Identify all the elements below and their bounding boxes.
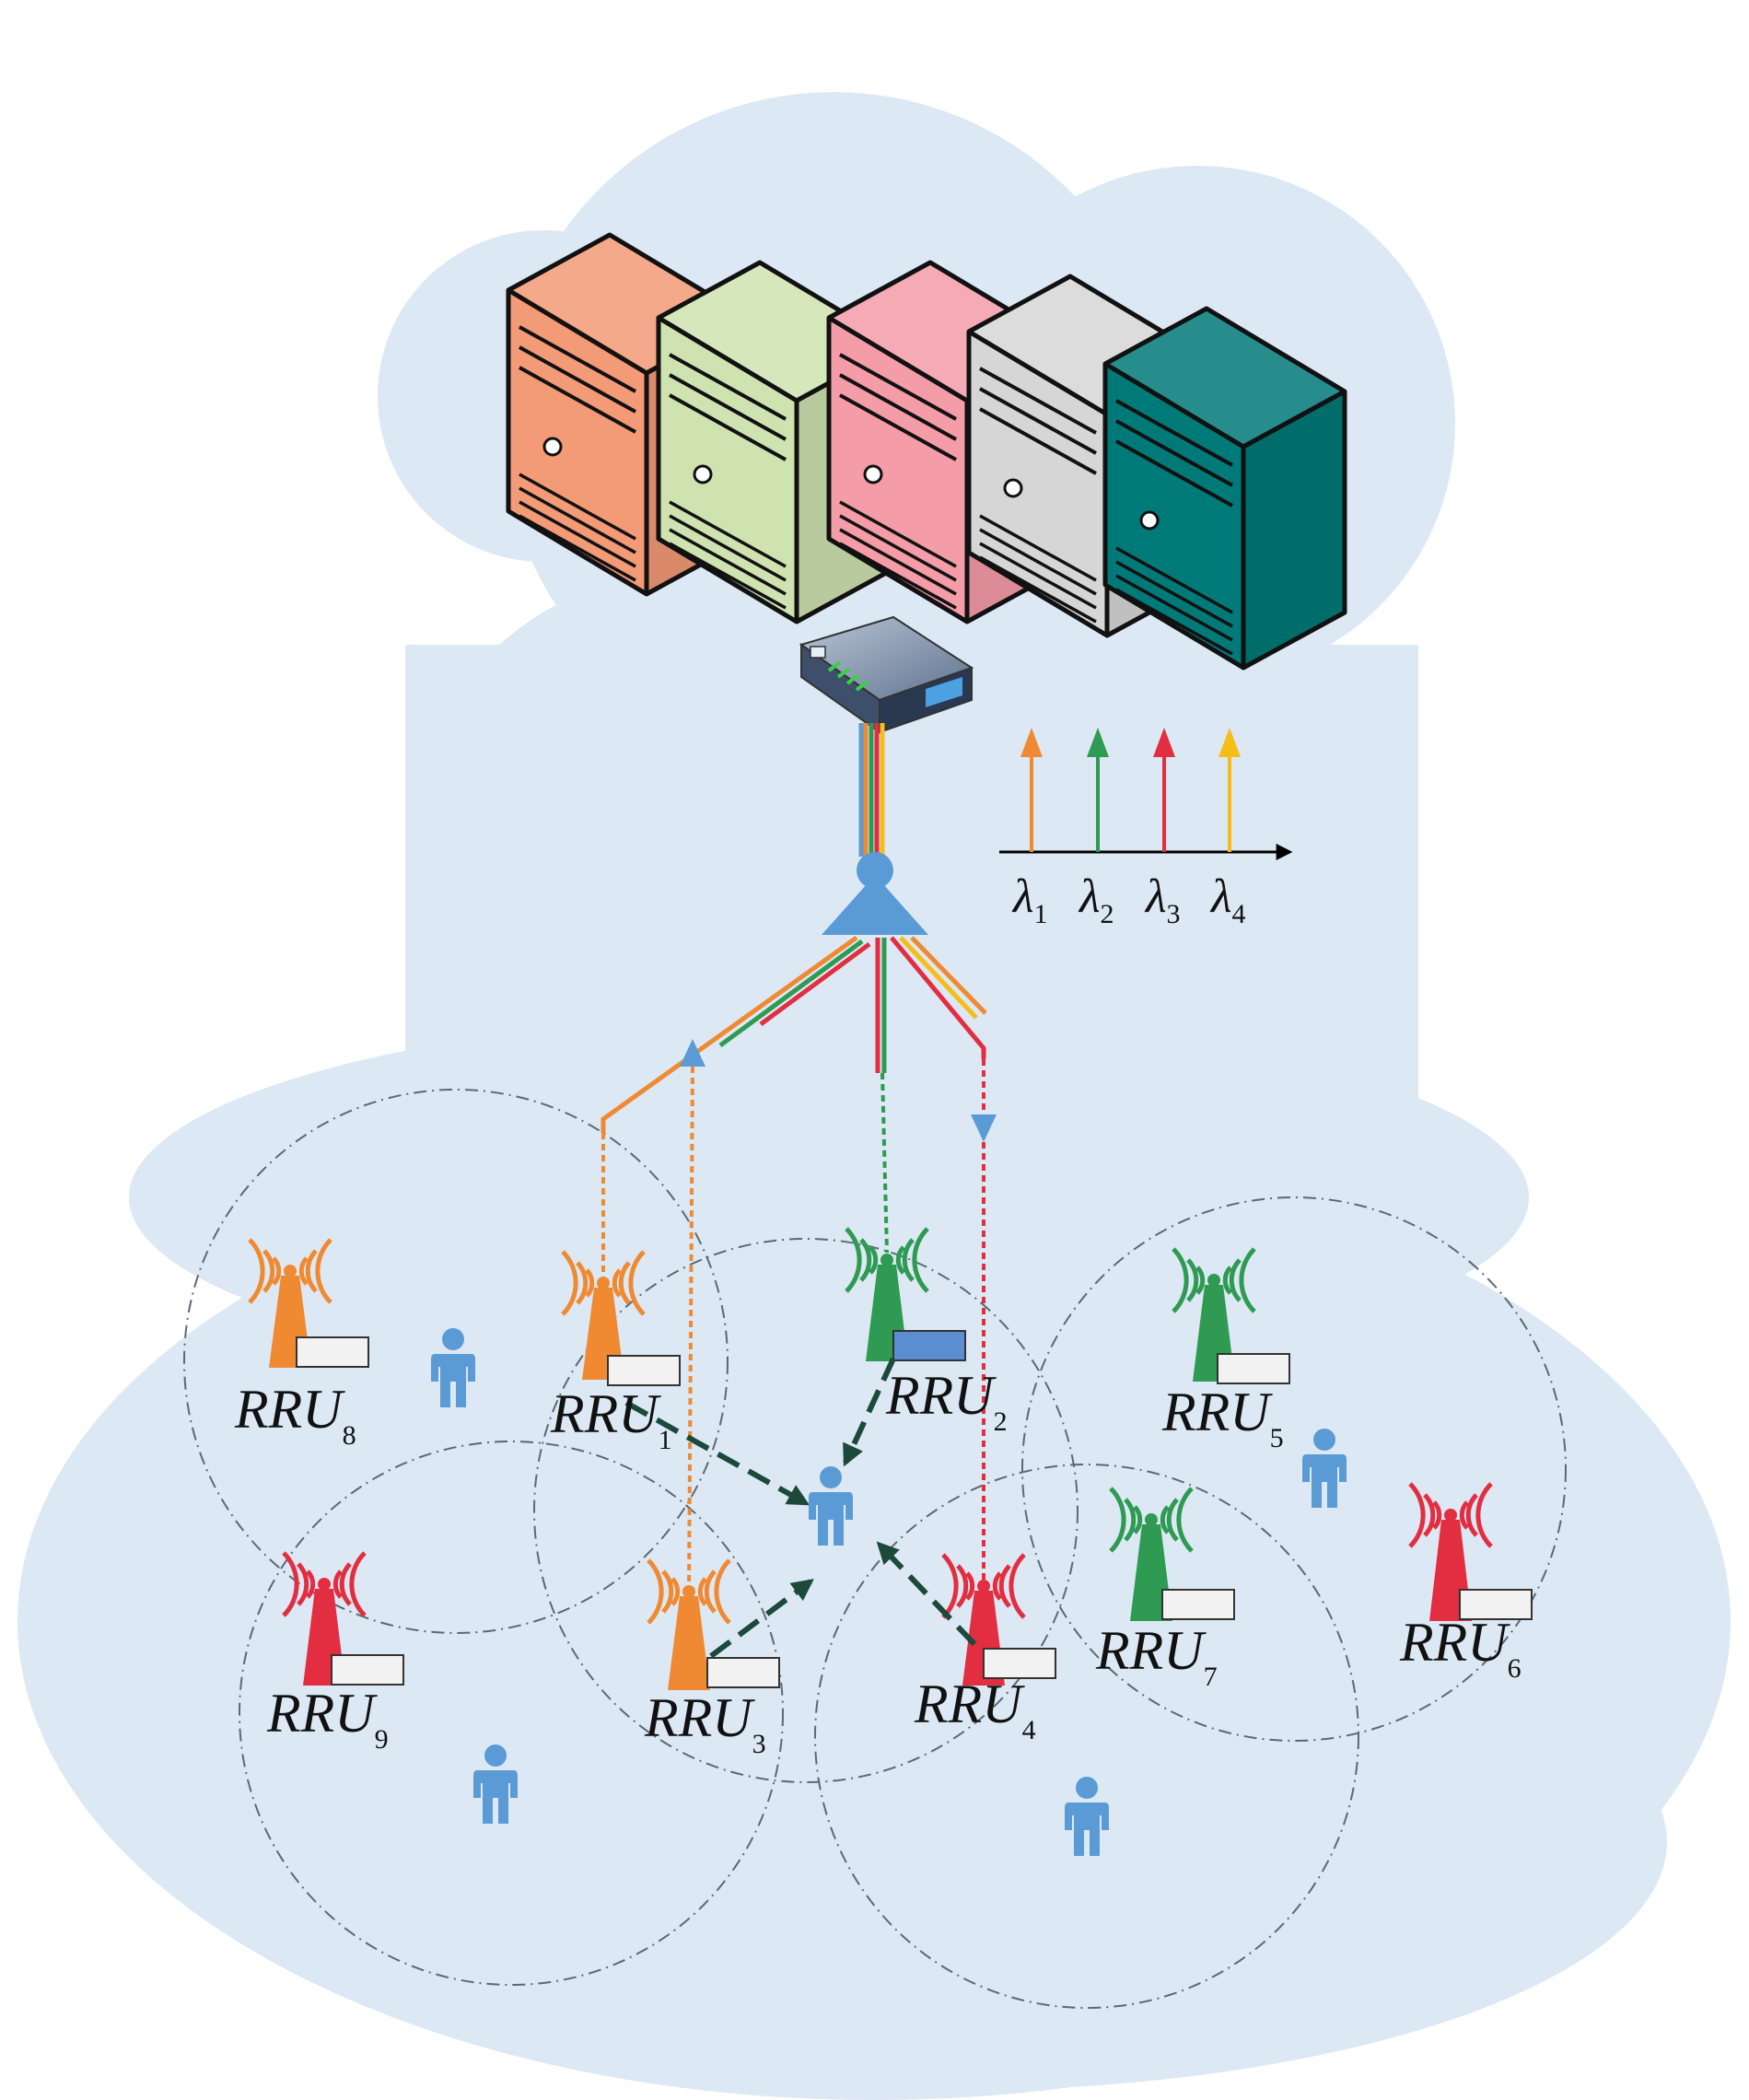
- rru-4-antenna-icon: [943, 1555, 1056, 1686]
- rru-1-antenna-icon: [563, 1252, 681, 1386]
- coverage-rru-8: [183, 1089, 729, 1634]
- optical-splitter-icon: [822, 852, 928, 935]
- coverage-rru-5: [1021, 1196, 1567, 1742]
- wavelength-label-3: λ3: [1144, 870, 1181, 929]
- wavelength-arrow-1: [1020, 728, 1043, 852]
- dotted-feeders: [601, 1059, 985, 1594]
- fiber-bundle: [858, 723, 885, 857]
- wavelength-spectrum: λ1 λ2 λ3 λ4: [999, 728, 1293, 929]
- rru-2-antenna-icon: [846, 1229, 966, 1361]
- rru-label-4: RRU4: [914, 1674, 1036, 1745]
- rru-label-9: RRU9: [266, 1683, 389, 1755]
- link-rru2-to-user: [843, 1357, 896, 1467]
- coverage-rru-4: [814, 1464, 1359, 2009]
- wavelength-arrow-3: [1153, 728, 1175, 852]
- rru-label-2: RRU2: [885, 1365, 1008, 1437]
- rru-9-antenna-icon: [284, 1553, 404, 1686]
- wavelength-label-4: λ4: [1209, 870, 1246, 929]
- wavelength-arrow-2: [1087, 728, 1109, 852]
- rru-7-antenna-icon: [1111, 1488, 1235, 1621]
- coverage-rru-1: [533, 1238, 1079, 1783]
- rru-6-antenna-icon: [1410, 1484, 1533, 1621]
- network-switch-icon: [799, 615, 974, 734]
- rru-5-antenna-icon: [1173, 1249, 1290, 1384]
- rru-3-antenna-icon: [648, 1560, 780, 1690]
- rru-8-antenna-icon: [250, 1240, 369, 1368]
- wavelength-arrow-4: [1218, 728, 1241, 852]
- splitter-small-right-icon: [971, 1114, 997, 1142]
- rru-label-1: RRU1: [550, 1383, 672, 1455]
- rru-label-5: RRU5: [1161, 1382, 1284, 1453]
- rru-label-8: RRU8: [234, 1379, 356, 1451]
- fiber-branches: [600, 935, 987, 1133]
- splitter-small-left-icon: [680, 1039, 705, 1067]
- wavelength-label-2: λ2: [1078, 870, 1114, 929]
- cooperative-links: [624, 1357, 977, 1659]
- wavelength-label-1: λ1: [1011, 870, 1048, 929]
- rru-label-6: RRU6: [1399, 1612, 1522, 1684]
- rru-label-7: RRU7: [1095, 1620, 1218, 1692]
- coverage-rru-9: [239, 1441, 784, 1986]
- coverage-areas: [183, 1089, 1567, 2009]
- link-rru4-to-user: [876, 1541, 977, 1647]
- rru-label-3: RRU3: [644, 1687, 766, 1759]
- link-rru3-to-user: [709, 1579, 814, 1659]
